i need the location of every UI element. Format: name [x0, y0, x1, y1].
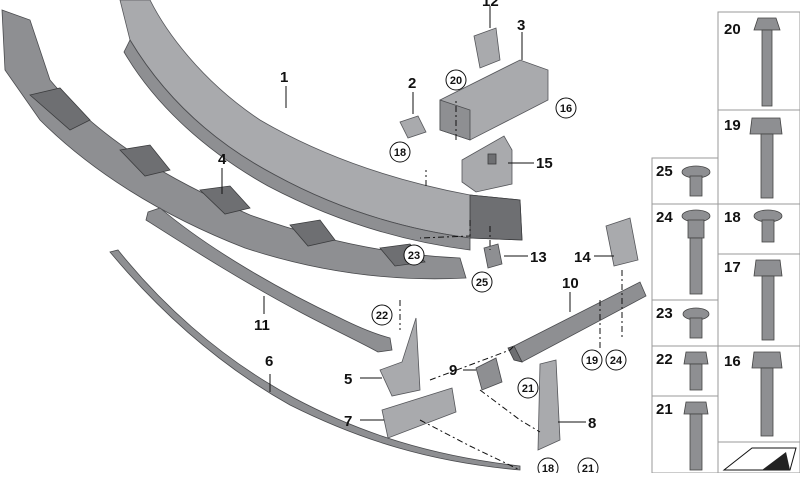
- svg-text:25: 25: [476, 277, 488, 289]
- bolt-21-icon: [683, 401, 709, 471]
- svg-text:21: 21: [582, 463, 594, 473]
- callout-13: 13: [530, 249, 547, 266]
- part-6-trim-strip: [109, 249, 521, 471]
- fastener-label-22: 22: [656, 351, 673, 368]
- svg-text:18: 18: [542, 463, 554, 473]
- part-13-clip: [483, 243, 503, 269]
- part-4-energy-absorber: [1, 9, 467, 280]
- circled-refs: 20 16 18 23 25 22 19 24 21 18 21: [371, 69, 627, 478]
- ref-18b: 18: [537, 457, 559, 478]
- part-15-bracket: [461, 135, 513, 193]
- callout-15: 15: [536, 155, 553, 172]
- callout-12: 12: [482, 0, 499, 10]
- fastener-label-18: 18: [724, 209, 741, 226]
- ref-20: 20: [445, 69, 467, 91]
- ref-25: 25: [471, 271, 493, 293]
- callout-11: 11: [254, 317, 270, 334]
- bolt-16-icon: [751, 351, 783, 437]
- ref-22: 22: [371, 304, 393, 326]
- arrow-symbol-icon: [722, 447, 797, 471]
- svg-text:19: 19: [586, 355, 598, 367]
- part-10-side-rail: [507, 281, 647, 363]
- fastener-label-21: 21: [656, 401, 673, 418]
- callout-8: 8: [588, 415, 596, 432]
- svg-text:18: 18: [394, 147, 406, 159]
- part-14-bracket: [605, 217, 639, 267]
- callout-6: 6: [265, 353, 273, 370]
- svg-text:22: 22: [376, 310, 388, 322]
- fastener-cell-23: [651, 299, 719, 347]
- bolt-19-icon: [749, 117, 783, 199]
- ref-24: 24: [605, 349, 627, 371]
- ref-23: 23: [403, 244, 425, 266]
- callout-9: 9: [449, 362, 457, 379]
- callout-5: 5: [344, 371, 352, 388]
- fastener-label-23: 23: [656, 305, 673, 322]
- fastener-label-20: 20: [724, 21, 741, 38]
- part-12-bracket: [473, 27, 501, 69]
- svg-text:20: 20: [450, 75, 462, 87]
- bolt-24-icon: [681, 209, 711, 295]
- part-3-crash-box: [439, 59, 549, 141]
- bolt-17-icon: [753, 259, 783, 341]
- bolt-25-icon: [681, 165, 711, 197]
- leader-lines: [221, 6, 614, 423]
- ref-21a: 21: [517, 377, 539, 399]
- assembly-lines: [399, 100, 623, 471]
- ref-19: 19: [581, 349, 603, 371]
- callout-3: 3: [517, 17, 525, 34]
- bolt-20-icon: [753, 17, 781, 107]
- part-8-bracket: [537, 359, 561, 451]
- callout-7: 7: [344, 413, 352, 430]
- fastener-label-16: 16: [724, 353, 741, 370]
- part-11-lower-rail: [145, 207, 393, 353]
- svg-text:23: 23: [408, 250, 420, 262]
- fastener-cell-22: [651, 345, 719, 397]
- fastener-label-19: 19: [724, 117, 741, 134]
- callout-14: 14: [574, 249, 591, 266]
- part-1-carrier-beam: [119, 0, 523, 251]
- ref-21b: 21: [577, 457, 599, 478]
- bolt-22-icon: [683, 351, 709, 391]
- fastener-label-24: 24: [656, 209, 673, 226]
- bolt-18-icon: [753, 209, 783, 243]
- callout-10: 10: [562, 275, 579, 292]
- fastener-label-17: 17: [724, 259, 741, 276]
- svg-text:21: 21: [522, 383, 534, 395]
- callout-1: 1: [280, 69, 288, 86]
- fastener-panel: 20 19 18 17 16 25 24 23 22 21: [651, 11, 800, 474]
- svg-text:24: 24: [610, 355, 623, 367]
- part-5-bracket: [379, 317, 421, 397]
- svg-text:16: 16: [560, 103, 572, 115]
- callout-4: 4: [218, 151, 227, 168]
- part-2-clip: [399, 115, 427, 139]
- part-9-clip: [475, 357, 503, 391]
- bolt-23-icon: [682, 307, 710, 339]
- part-7-block: [381, 387, 457, 439]
- ref-16: 16: [555, 97, 577, 119]
- callout-2: 2: [408, 75, 416, 92]
- fastener-label-25: 25: [656, 163, 673, 180]
- ref-18a: 18: [389, 141, 411, 163]
- callouts: 1 4 2 3 12 15 13 14 10 11 5 9 7 8 6: [218, 0, 596, 432]
